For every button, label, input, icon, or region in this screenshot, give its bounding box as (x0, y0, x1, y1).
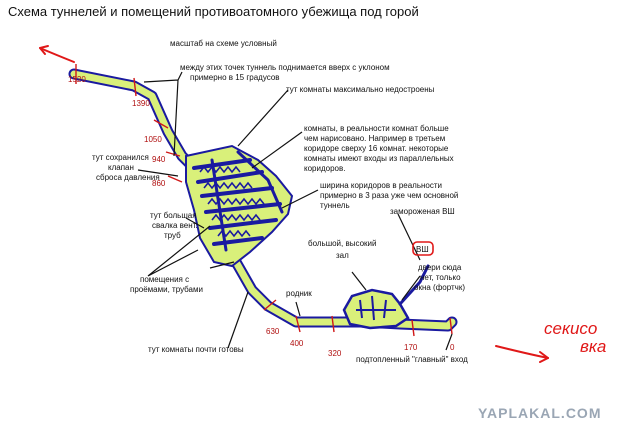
annotation-main-entrance: подтопленный "главный" вход (356, 355, 468, 364)
distance-ticks (75, 64, 453, 337)
distance-labels: 1520 1390 1050 940 860 630 400 320 170 0 (68, 75, 455, 358)
annotation-width-1: ширина коридоров в реальности (320, 181, 442, 190)
distance-label: 0 (450, 343, 455, 352)
annotation-width-2: примерно в 3 раза уже чем основной (320, 191, 458, 200)
scale-note: масштаб на схеме условный (170, 39, 277, 48)
annotation-ready: тут комнаты почти готовы (148, 345, 244, 354)
distance-label: 630 (266, 327, 280, 336)
exit-arrow-top (39, 45, 75, 63)
annotation-valve-2: клапан (108, 163, 134, 172)
annotation-valve-1: тут сохранился (92, 153, 149, 162)
distance-label: 1050 (144, 135, 162, 144)
annotation-big-hall-1: большой, высокий (308, 239, 376, 248)
leader-lines (137, 71, 453, 351)
exit-label-2: вка (580, 337, 606, 356)
annotation-rooms-4: комнаты имеют входы из параллельных (304, 154, 454, 163)
annotation-rooms-5: коридоров. (304, 164, 345, 173)
watermark: YAPLAKAL.COM (478, 405, 602, 421)
distance-label: 940 (152, 155, 166, 164)
annotation-rooms-3: коридоре сверху 16 комнат. некоторые (304, 144, 449, 153)
annotation-openings-2: проёмами, трубами (130, 285, 203, 294)
annotation-rooms-2: чем нарисовано. Например в третьем (304, 134, 445, 143)
annotation-big-hall-2: зал (336, 251, 349, 260)
annotation-doors-2: нет, только (420, 273, 461, 282)
frozen-vsh-shaft (398, 264, 430, 306)
annotation-spring: родник (286, 289, 312, 298)
exit-label-1: секисо (544, 319, 597, 338)
distance-label: 170 (404, 343, 418, 352)
distance-label: 320 (328, 349, 342, 358)
annotation-slope-2: примерно в 15 градусов (190, 73, 280, 82)
annotation-openings-1: помещения с (140, 275, 189, 284)
distance-label: 1390 (132, 99, 150, 108)
annotation-unfinished: тут комнаты максимально недостроены (286, 85, 435, 94)
exit-arrow-right (495, 345, 549, 363)
room-cells (199, 165, 265, 238)
room-complex (185, 144, 294, 268)
distance-label: 1520 (68, 75, 86, 84)
distance-label: 860 (152, 179, 166, 188)
annotation-width-3: туннель (320, 201, 350, 210)
annotation-frozen-vsh: замороженая ВШ (390, 207, 455, 216)
distance-label: 400 (290, 339, 304, 348)
annotation-valve-3: сброса давления (96, 173, 160, 182)
annotation-slope-1: между этих точек туннель поднимается вве… (180, 63, 390, 72)
annotation-dump-3: труб (164, 231, 181, 240)
annotation-vsh: ВШ (416, 245, 429, 254)
diagram-title: Схема туннелей и помещений противоатомно… (8, 4, 419, 19)
annotation-doors-3: окна (фортчк) (414, 283, 465, 292)
vsh-marker: ВШ (412, 241, 434, 256)
annotation-doors-1: двери сюда (418, 263, 462, 272)
big-hall (342, 288, 410, 330)
annotation-dump-2: свалка вент. (152, 221, 198, 230)
annotation-rooms-1: комнаты, в реальности комнат больше (304, 124, 449, 133)
annotation-dump-1: тут большая (150, 211, 197, 220)
